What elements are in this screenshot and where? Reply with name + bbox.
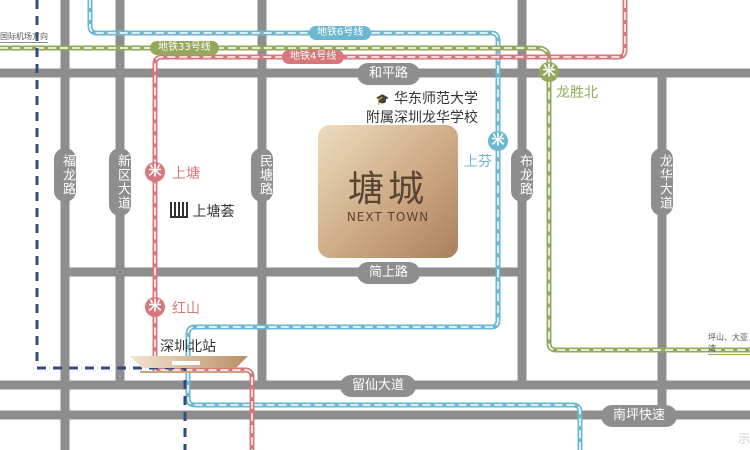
line-6 bbox=[87, 0, 583, 450]
station-hongshan: 红山 bbox=[172, 301, 200, 317]
line-4 bbox=[152, 0, 628, 450]
station-shangfen: 上芬 bbox=[464, 154, 492, 170]
shenzhen-north-station-icon bbox=[130, 356, 248, 373]
station-longshengbei: 龙胜北 bbox=[556, 85, 598, 101]
landmark-name: 上塘荟 bbox=[192, 204, 235, 220]
station-shangtang: 上塘 bbox=[172, 166, 200, 182]
metro-icon: 米 bbox=[539, 62, 559, 82]
school-label: 🎓 华东师范大学 附属深圳龙华学校 bbox=[366, 90, 478, 127]
corner-text: 示 bbox=[738, 432, 750, 446]
road-label-fulong: 福龙路 bbox=[54, 148, 76, 202]
airport-line bbox=[35, 0, 187, 450]
metro-icon: 米 bbox=[488, 131, 508, 151]
direction-pingshan: 坪山、大亚湾 bbox=[708, 333, 750, 355]
direction-airport: 国际机场方向 bbox=[0, 32, 48, 43]
landmark-shangtanghui: 上塘荟 bbox=[170, 201, 234, 221]
road-label-bulong: 布龙路 bbox=[511, 148, 533, 202]
road-label-longhua: 龙华大道 bbox=[651, 148, 673, 216]
road-label-nanping: 南坪快速 bbox=[601, 405, 678, 427]
metro-icon: 米 bbox=[145, 297, 165, 317]
road-label-jianshang: 简上路 bbox=[357, 262, 421, 284]
road-label-liuxian: 留仙大道 bbox=[340, 375, 417, 397]
project-english: NEXT TOWN bbox=[346, 210, 430, 224]
line-6-label: 地铁6号线 bbox=[309, 26, 372, 40]
metro-icon: 米 bbox=[145, 162, 165, 182]
road-label-mintang: 民塘路 bbox=[251, 148, 273, 202]
school-icon: 🎓 bbox=[375, 93, 390, 106]
school-name-line1: 华东师范大学 bbox=[394, 91, 478, 107]
road-label-xinqu: 新区大道 bbox=[109, 148, 131, 216]
road-label-heping: 和平路 bbox=[357, 63, 421, 85]
project-block bbox=[318, 125, 458, 258]
line-33 bbox=[0, 45, 750, 353]
line-4-label: 地铁4号线 bbox=[282, 50, 345, 64]
line-33-label: 地铁33号线 bbox=[150, 41, 219, 55]
school-name-line2: 附属深圳龙华学校 bbox=[366, 110, 478, 126]
project-name: 塘城 bbox=[347, 169, 428, 210]
building-icon bbox=[170, 202, 188, 218]
station-shenzhenbei: 深圳北站 bbox=[160, 339, 216, 355]
